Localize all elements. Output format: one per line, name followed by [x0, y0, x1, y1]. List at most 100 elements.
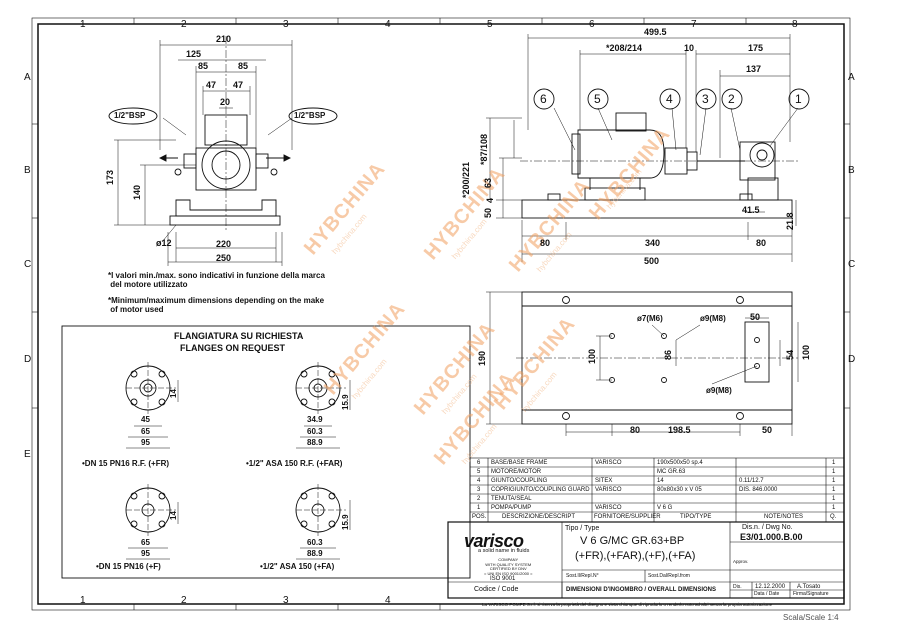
bom-cell: DIS. 846.0000 [739, 487, 778, 493]
frame-row-label: E [24, 449, 31, 460]
bom-cell: 80x80x30 x V 05 [657, 487, 702, 493]
dim-label: 198.5 [668, 425, 691, 435]
approv-label: Approv. [733, 559, 749, 564]
bom-header: DESCRIZIONE/DESCRIPT [502, 514, 576, 520]
flanges-title-it: FLANGIATURA SU RICHIESTA [174, 331, 304, 341]
dim-label: 10 [684, 43, 695, 53]
frame-col-label: 4 [385, 19, 391, 30]
dim-label: 50 [750, 312, 761, 322]
note-italian: *I valori min./max. sono indicativi in f… [108, 271, 325, 289]
bom-cell: 1 [832, 478, 836, 484]
dim-label: 173 [105, 169, 115, 185]
dim-label: 65 [141, 427, 150, 436]
flanges-title-en: FLANGES ON REQUEST [180, 343, 286, 353]
frame-col-label: 3 [283, 19, 289, 30]
balloon-label: 5 [594, 92, 601, 106]
dim-label: 137 [746, 64, 762, 74]
dim-label: 499.5 [644, 27, 667, 37]
dim-label: 65 [141, 538, 150, 547]
bom-header: POS. [472, 514, 487, 520]
dim-label: 140 [132, 184, 142, 200]
frame-row-label: A [24, 72, 31, 83]
dim-label: 45 [141, 415, 150, 424]
drawing-title: DIMENSIONI D'INGOMBRO / OVERALL DIMENSIO… [566, 587, 716, 593]
dim-label: 125 [186, 49, 202, 59]
flange-fa-label: •1/2" ASA 150 (+FA) [260, 562, 335, 571]
balloon-label: 2 [728, 92, 735, 106]
dim-label: 14 [169, 511, 178, 520]
dim-label: 4 [485, 197, 495, 203]
dim-label: 175 [748, 43, 764, 53]
dim-label: 15.9 [341, 514, 350, 530]
dim-label: 500 [644, 256, 660, 266]
frame-col-label: 3 [283, 595, 289, 606]
dim-label: 340 [645, 238, 661, 248]
bom-cell: 1 [832, 460, 836, 466]
dim-label: 14 [169, 389, 178, 398]
bom-cell: TENUTA/SEAL [491, 496, 532, 502]
bom-header: NOTE/NOTES [764, 514, 804, 520]
type-line-2: (+FR),(+FAR),(+F),(+FA) [575, 550, 696, 562]
frame-col-label: 4 [385, 595, 391, 606]
dim-label: 220 [216, 239, 232, 249]
bom-header: TIPO/TYPE [680, 514, 712, 520]
dim-label: 80 [756, 238, 767, 248]
note-english: *Minimum/maximum dimensions depending on… [108, 296, 325, 314]
dim-label: 85 [238, 61, 249, 71]
dim-label: ø9(M8) [700, 314, 726, 323]
dim-label: 20 [220, 97, 231, 107]
bom-cell: 1 [832, 496, 836, 502]
dim-label: *208/214 [606, 43, 643, 53]
bom-cell: GIUNTO/COUPLING [491, 478, 548, 484]
sost-label: Sost.Il/Repl.N° [566, 573, 599, 579]
drawing-author: A.Tosato [797, 584, 821, 590]
bom-cell: 14 [657, 478, 664, 484]
scale-label: Scala/Scale 1:4 [783, 613, 839, 622]
dim-label: 100 [587, 348, 597, 364]
bom-cell: 190x500x50 sp.4 [657, 460, 703, 466]
balloon-label: 4 [666, 92, 673, 106]
cert-text: COMPANY WITH QUALITY SYSTEM CERTIFIED BY… [484, 557, 533, 576]
dim-label: ø7(M6) [637, 314, 663, 323]
dim-label: 34.9 [307, 415, 323, 424]
frame-row-label: A [848, 72, 855, 83]
signature-label: Firma/Signature [793, 591, 829, 597]
date-label: Data / Date [754, 591, 780, 597]
frame-col-label: 7 [691, 19, 697, 30]
bom-cell: 0.11/12.7 [739, 478, 764, 484]
dim-label: 88.9 [307, 549, 323, 558]
bom-cell: MC GR.63 [657, 469, 686, 475]
iso-text: ISO 9001 [490, 576, 516, 582]
dim-label: 86 [663, 349, 673, 360]
dwg-number: E3/01.000.B.00 [740, 532, 803, 542]
bom-cell: POMPA/PUMP [491, 505, 532, 511]
bom-cell: VARISCO [595, 460, 622, 466]
balloon-label: 1 [795, 92, 802, 106]
dim-label: 88.9 [307, 438, 323, 447]
frame-row-label: B [24, 165, 31, 176]
flange-far-label: •1/2" ASA 150 R.F. (+FAR) [246, 459, 343, 468]
bom-cell: MOTORE/MOTOR [491, 469, 542, 475]
bom-cell: 1 [832, 505, 836, 511]
dim-label: 100 [801, 344, 811, 360]
dim-label: ø9(M8) [706, 386, 732, 395]
bom-cell: V 6 G [657, 505, 673, 511]
bom-header: Q. [830, 514, 837, 520]
frame-col-label: 2 [181, 19, 187, 30]
dim-label: 63 [483, 177, 493, 188]
bom-cell: 1 [832, 469, 836, 475]
bom-cell: 2 [477, 496, 481, 502]
bsp-callout-left: 1/2"BSP [114, 111, 146, 120]
brand-tagline: a solid name in fluids [478, 548, 530, 554]
dim-label: 85 [198, 61, 209, 71]
bom-header: FORNITORE/SUPPLIER [594, 514, 661, 520]
bom-cell: VARISCO [595, 487, 622, 493]
type-line-1: V 6 G/MC GR.63+BP [580, 535, 685, 547]
dis-abbr: Dis. [733, 584, 742, 590]
dim-label: 80 [630, 425, 641, 435]
dim-label: 50 [483, 207, 493, 218]
dim-label: 47 [233, 80, 244, 90]
dim-label: 80 [540, 238, 551, 248]
dim-label: 190 [477, 350, 487, 366]
frame-row-label: D [848, 354, 856, 365]
